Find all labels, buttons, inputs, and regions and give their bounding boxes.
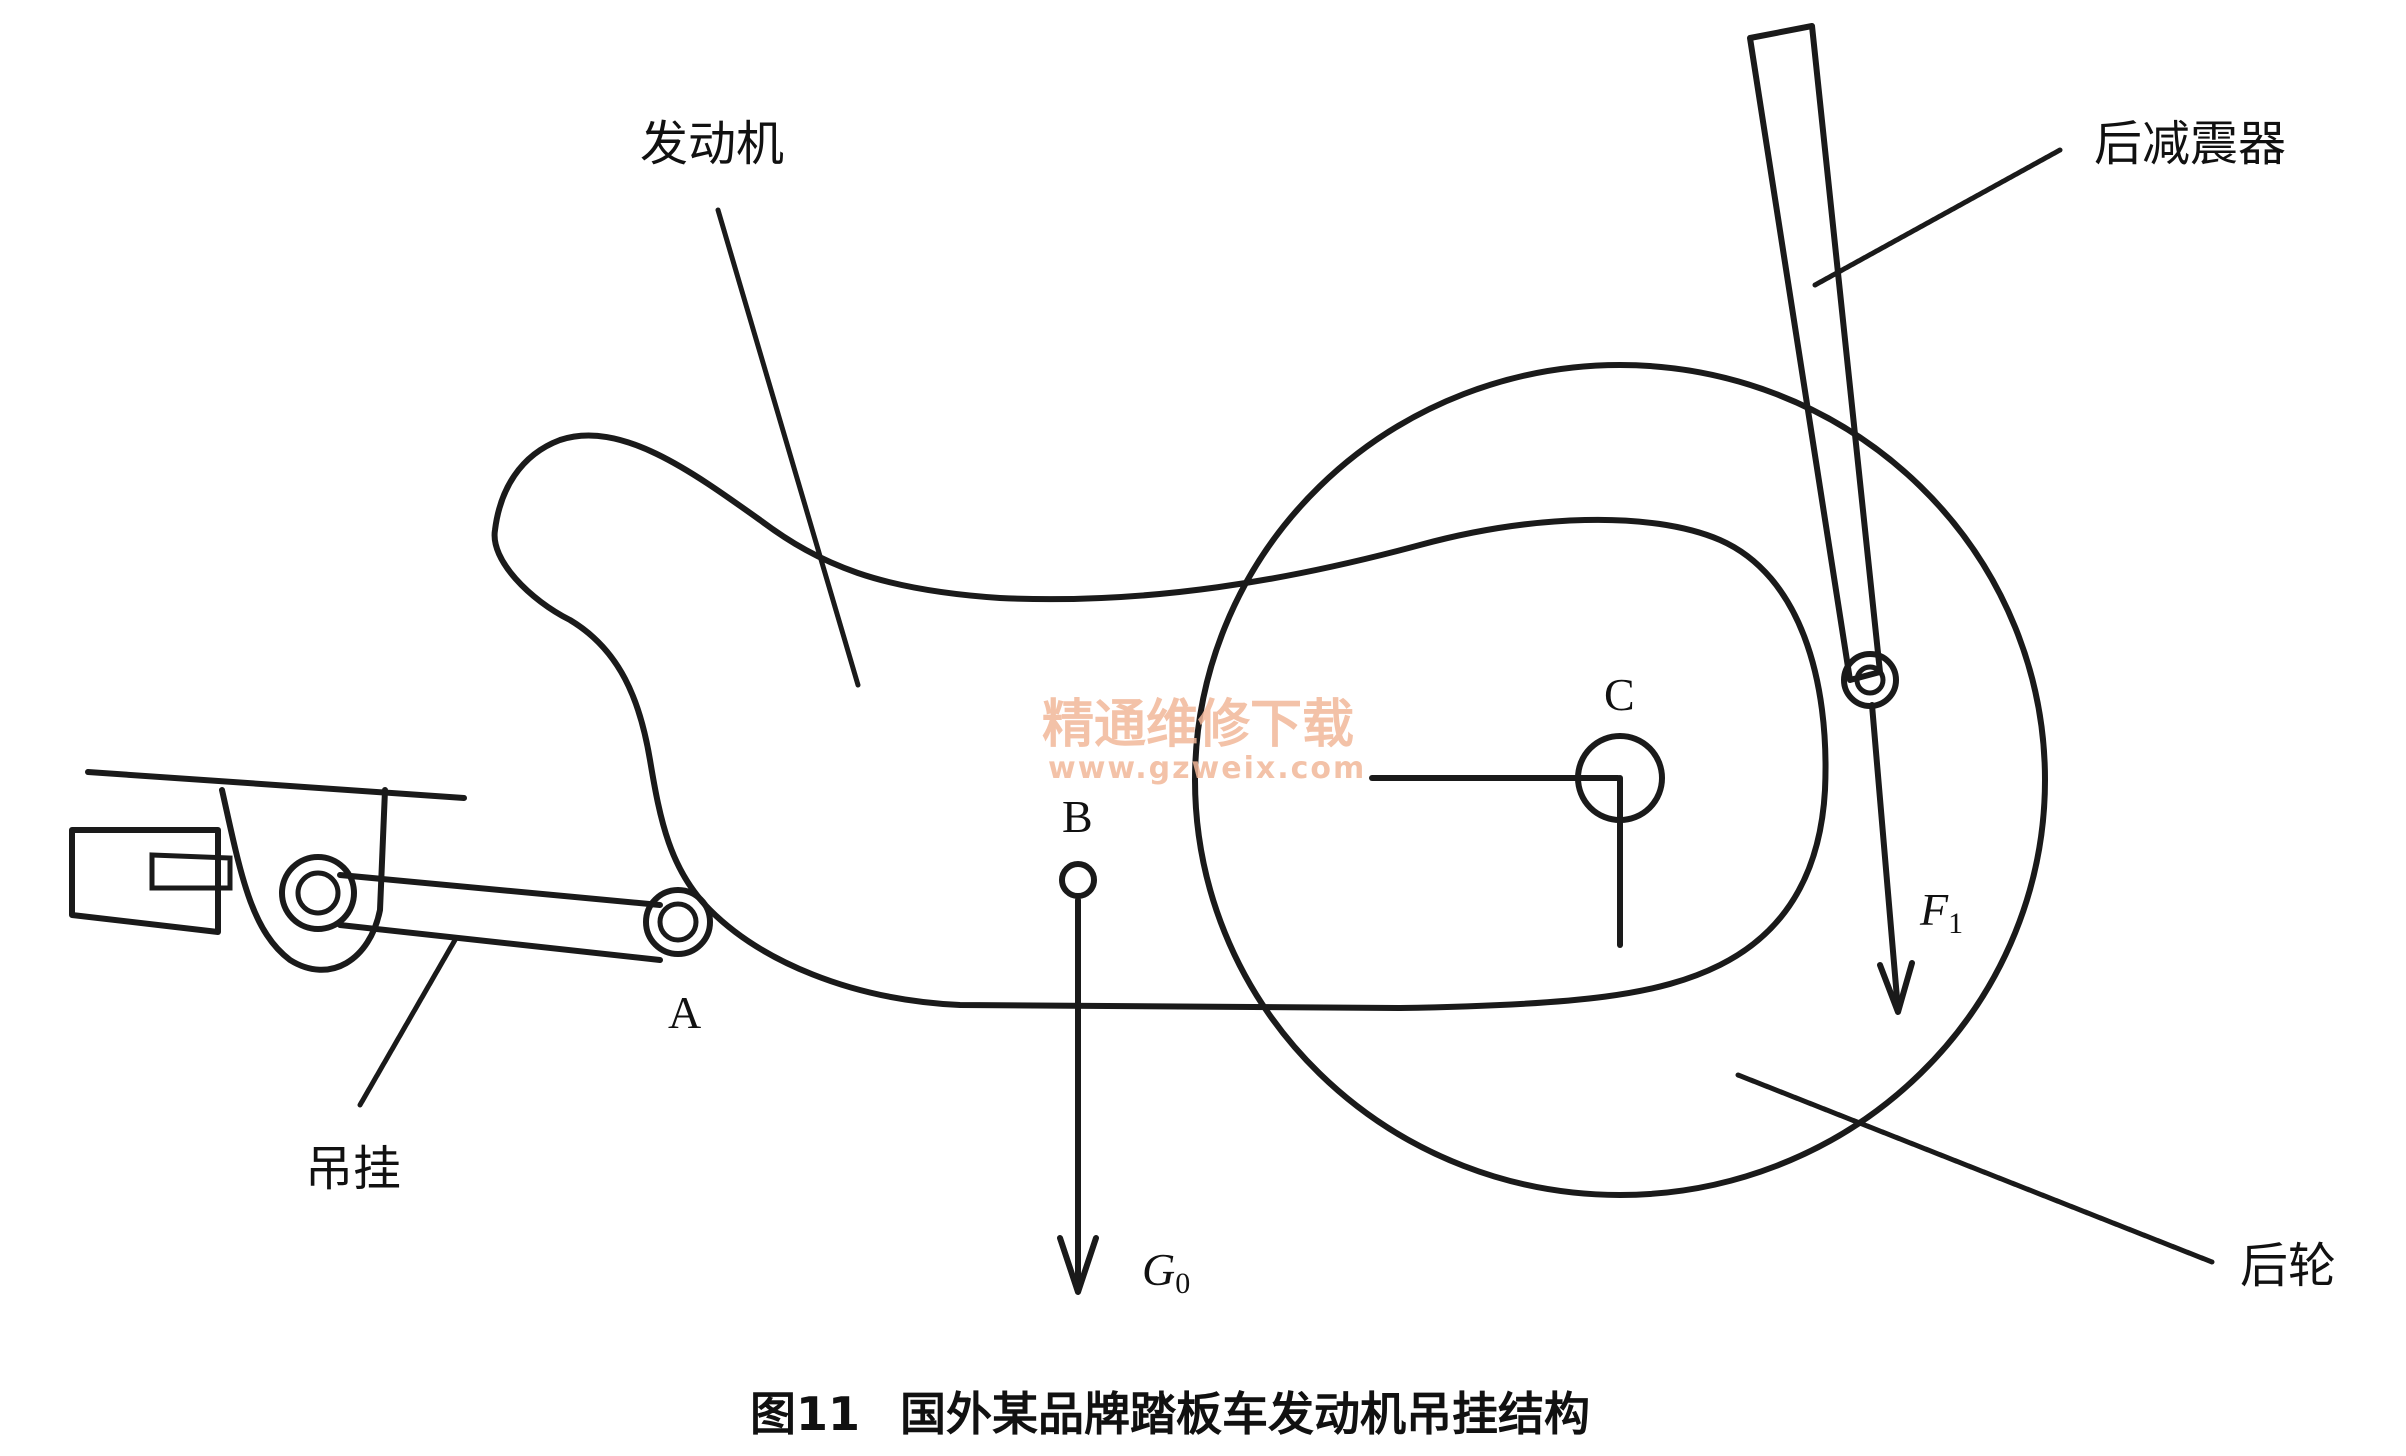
frame-clamp — [69, 827, 221, 935]
hanger-bracket — [219, 787, 388, 973]
label-rear-shock: 后减震器 — [2094, 116, 2286, 172]
hanger-pivot-outer — [279, 854, 357, 932]
rear-shock-body — [1747, 23, 1883, 683]
leader-rear-wheel — [1735, 1072, 2215, 1265]
caption-figure-number: 图11 — [750, 1387, 860, 1441]
frame-rail — [85, 769, 467, 801]
leader-engine — [715, 207, 861, 688]
force-f-arrowhead — [1877, 960, 1915, 1015]
label-force-g: G0 — [1142, 1244, 1190, 1300]
label-rear-wheel: 后轮 — [2240, 1238, 2336, 1294]
frame-clamp-slot — [149, 852, 233, 891]
label-engine: 发动机 — [640, 116, 784, 172]
engine-outline — [491, 432, 1829, 1011]
hanger-link — [337, 872, 663, 963]
watermark-line2: www.gzweix.com — [1048, 751, 1366, 786]
watermark-line1: 精通维修下载 — [1042, 695, 1354, 755]
leader-hanger — [357, 937, 458, 1108]
leader-shock — [1812, 147, 2063, 288]
label-force-f: F1 — [1919, 884, 1963, 940]
label-point-b: B — [1062, 791, 1093, 842]
mount-a-inner — [657, 901, 699, 943]
label-point-c: C — [1604, 669, 1635, 720]
hanger-pivot-inner — [295, 870, 341, 916]
force-g-arrowhead — [1057, 1235, 1099, 1295]
point-b-marker — [1059, 861, 1097, 899]
rear-wheel-circle — [1192, 362, 2048, 1198]
label-hanger: 吊挂 — [305, 1141, 401, 1197]
shock-mount-inner — [1854, 664, 1886, 696]
caption-title: 国外某品牌踏板车发动机吊挂结构 — [900, 1387, 1590, 1441]
mount-a-outer — [643, 887, 713, 957]
label-point-a: A — [668, 987, 701, 1038]
force-f-shaft — [1869, 702, 1901, 1013]
